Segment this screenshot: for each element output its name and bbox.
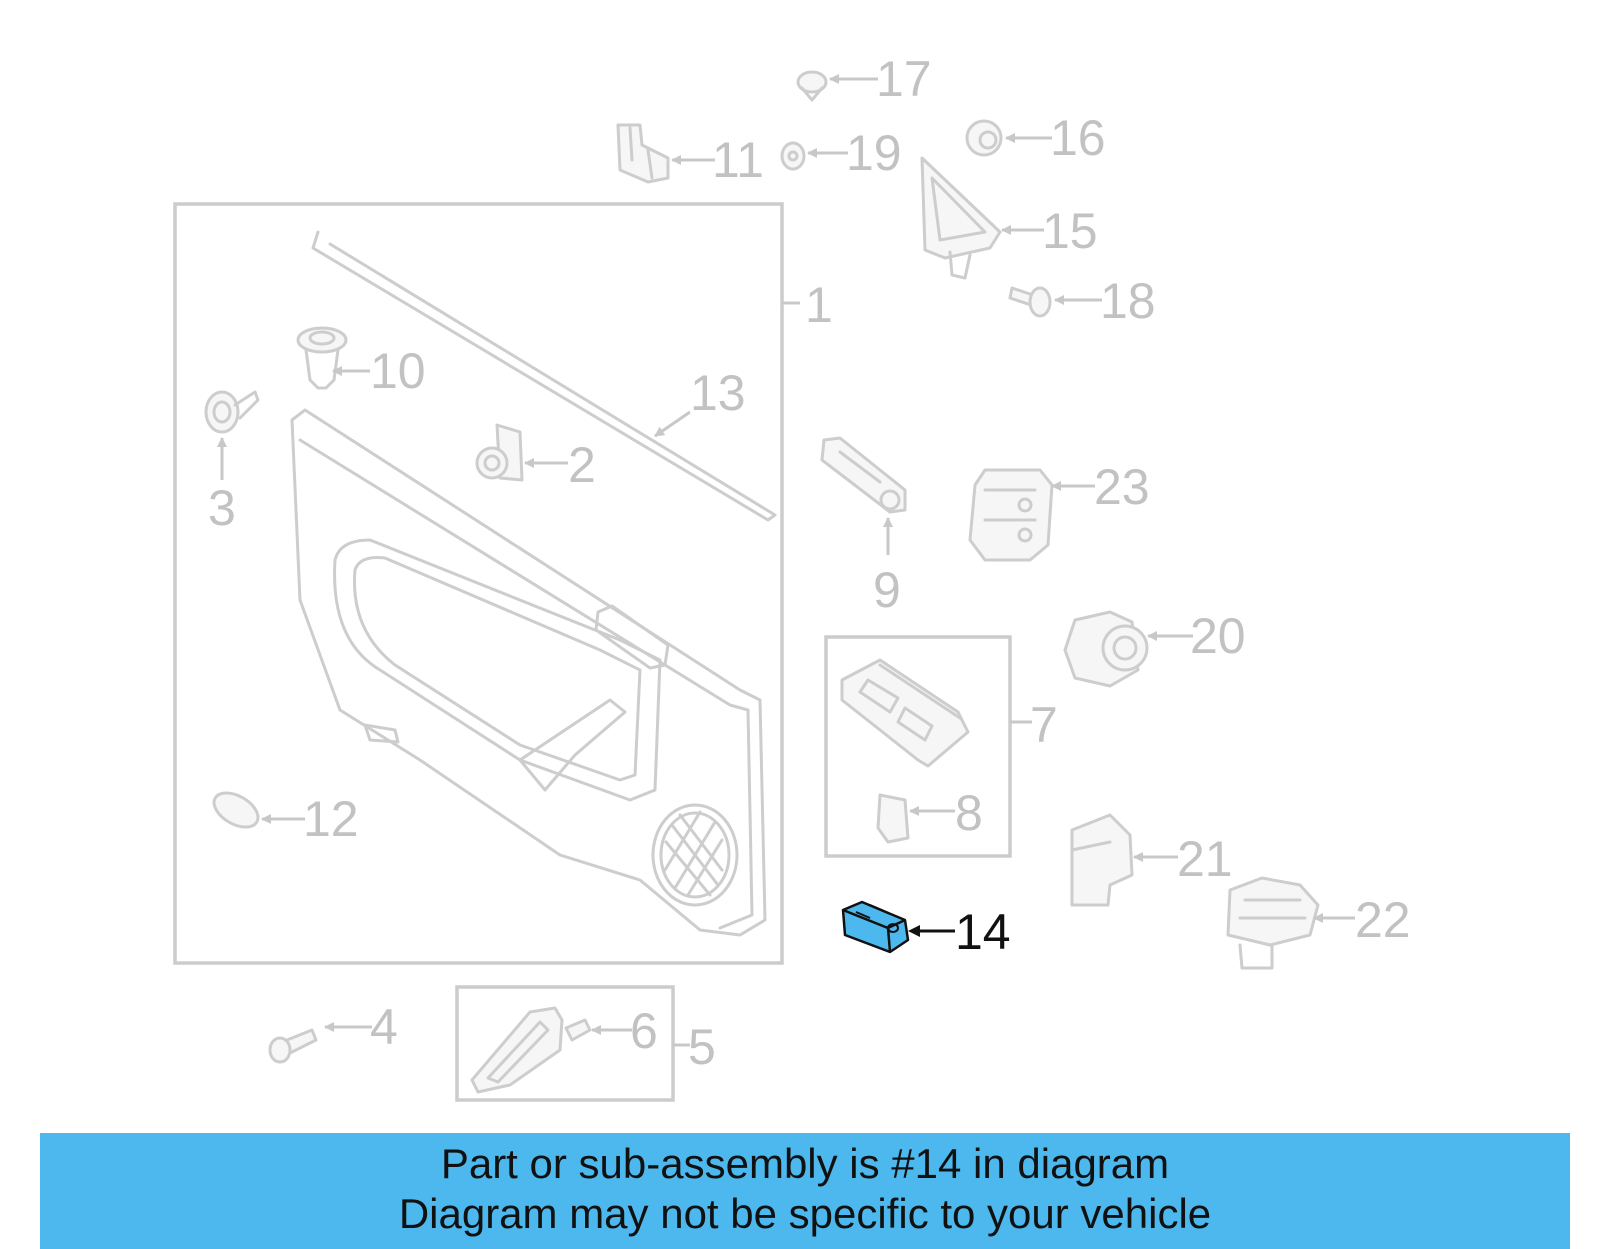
bezel-21-part [1070,813,1134,907]
inner-handle-part [470,1006,564,1094]
callout-23[interactable]: 23 [1094,459,1150,515]
garnish-15-part [920,156,1002,280]
frame-switch-assembly [824,635,1012,858]
callout-12[interactable]: 12 [303,791,359,847]
clip-17-part [796,70,828,102]
nut-16-part [965,119,1003,157]
banner-line-1: Part or sub-assembly is #14 in diagram [440,1140,1170,1187]
clip-3-part [204,390,260,434]
door-trim-panel-part [290,408,767,937]
callout-10[interactable]: 10 [370,343,426,399]
bracket-2-part [475,423,524,482]
screw-18-part [1008,286,1052,318]
callout-3[interactable]: 3 [208,480,236,536]
nut-19-part [780,141,806,171]
info-banner: Part or sub-assembly is #14 in diagram D… [40,1133,1570,1249]
weatherstrip-part [311,230,777,522]
callout-19[interactable]: 19 [846,125,902,181]
callout-5[interactable]: 5 [688,1019,716,1075]
callout-15[interactable]: 15 [1042,203,1098,259]
bracket-11-part [616,123,670,184]
switch-assembly-part [840,658,970,768]
knob-20-part [1063,610,1149,688]
switch-23-part [968,468,1054,562]
plug-12-part [212,791,260,829]
callout-20[interactable]: 20 [1190,608,1246,664]
callout-22[interactable]: 22 [1355,892,1411,948]
callout-21[interactable]: 21 [1177,831,1233,887]
callout-7[interactable]: 7 [1030,697,1058,753]
clip-10-part [296,326,348,390]
bolt-4-part [268,1028,318,1064]
callout-6[interactable]: 6 [630,1003,658,1059]
highlighted-part-14[interactable] [841,900,910,954]
callout-1[interactable]: 1 [805,277,833,333]
callout-8[interactable]: 8 [955,785,983,841]
clip-8-part [876,793,910,844]
callout-17[interactable]: 17 [876,51,932,107]
callout-4[interactable]: 4 [370,999,398,1055]
callout-11[interactable]: 11 [712,132,764,188]
callout-2[interactable]: 2 [568,437,596,493]
handle-9-part [820,436,907,514]
callout-13[interactable]: 13 [690,365,746,421]
frame-door-panel [173,202,784,965]
callout-18[interactable]: 18 [1100,273,1156,329]
callout-14[interactable]: 14 [955,904,1011,960]
switch-22-part [1226,876,1320,970]
screw-6-part [564,1018,592,1042]
callout-16[interactable]: 16 [1050,110,1106,166]
callout-9[interactable]: 9 [873,562,901,618]
banner-line-2: Diagram may not be specific to your vehi… [398,1190,1212,1237]
